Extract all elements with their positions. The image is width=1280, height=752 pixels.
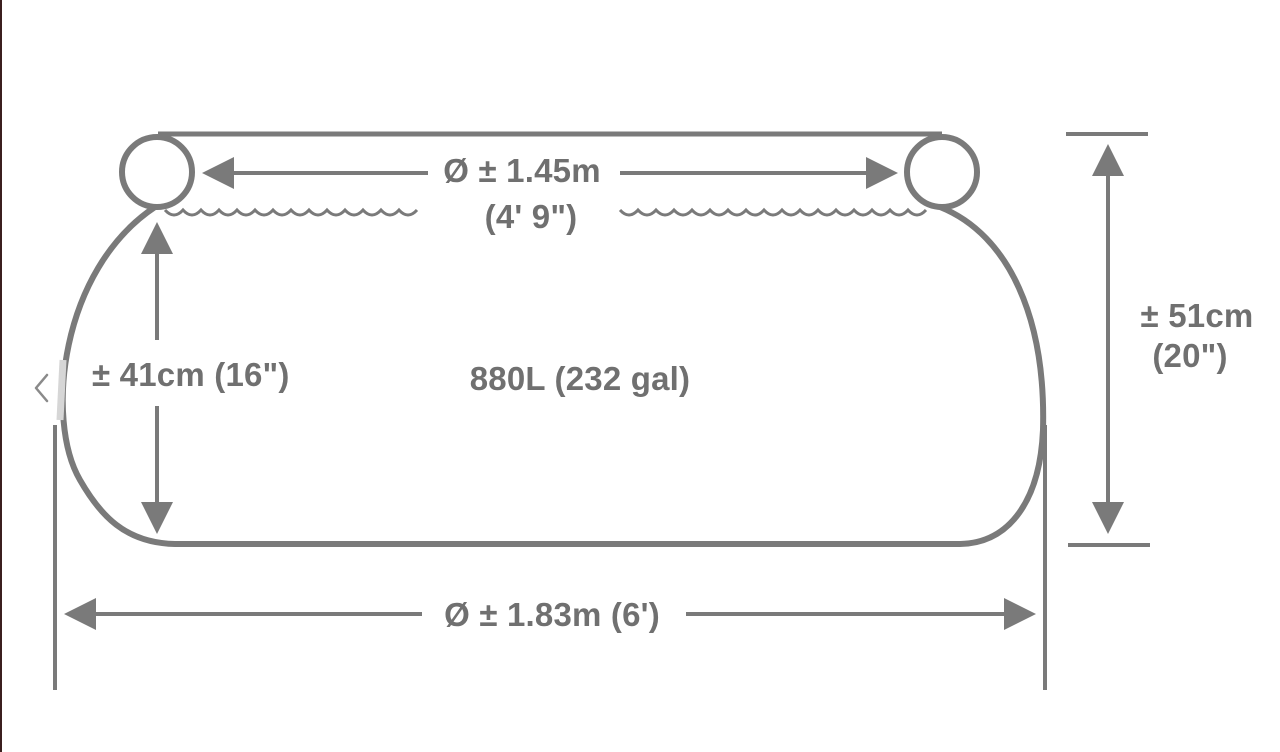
- previous-image-button[interactable]: [28, 368, 54, 408]
- water-wave-left: [163, 207, 419, 217]
- top-diameter-imperial-label: (4' 9"): [484, 198, 578, 235]
- bottom-diameter-label: Ø ± 1.83m (6'): [444, 596, 660, 633]
- top-diameter-label: Ø ± 1.45m: [443, 152, 601, 189]
- left-border: [0, 0, 2, 752]
- chevron-left-icon: [34, 373, 49, 403]
- capacity-label: 880L (232 gal): [469, 360, 691, 397]
- water-depth-label: ± 41cm (16"): [92, 356, 290, 393]
- water-wave-right: [618, 207, 928, 217]
- total-height-label: ± 51cm: [1140, 297, 1254, 334]
- left-ring-circle: [119, 134, 195, 210]
- right-ring-circle: [904, 134, 980, 210]
- left-edge-highlight: [56, 359, 67, 421]
- total-height-imperial-label: (20"): [1152, 337, 1228, 374]
